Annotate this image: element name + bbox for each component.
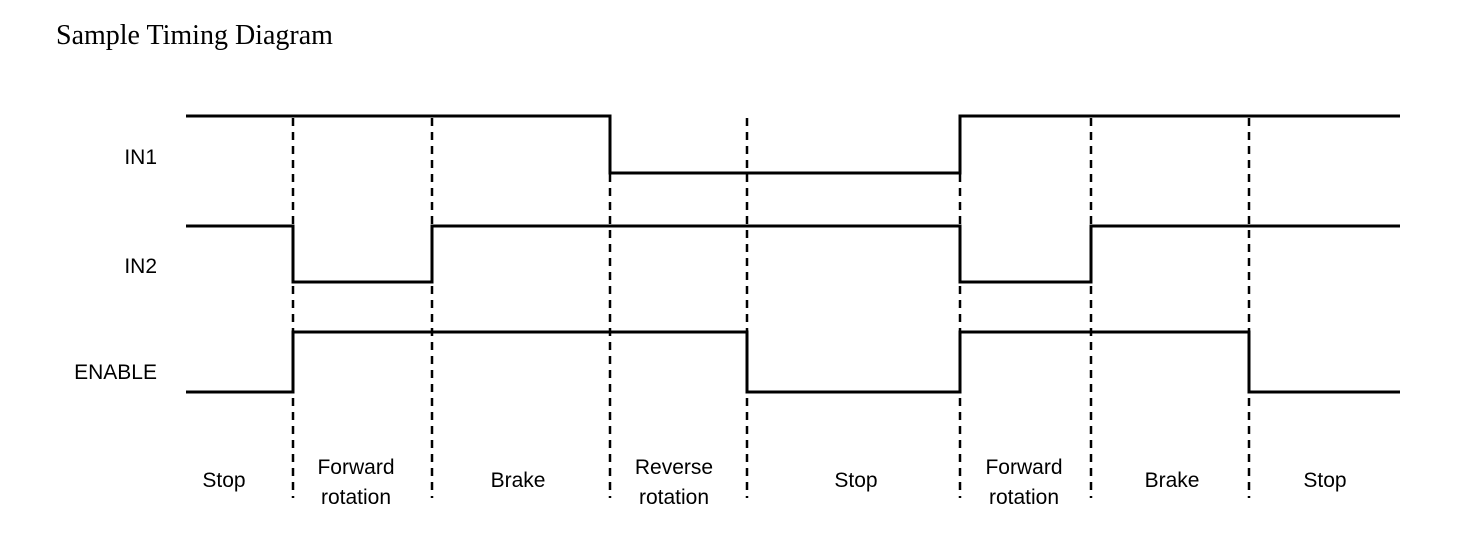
- phase-dividers: [291, 118, 1251, 498]
- phase-label-1: Stop: [202, 469, 245, 492]
- phase-label-3: Brake: [491, 469, 546, 492]
- phase-label-7: Brake: [1145, 469, 1200, 492]
- signal-waveforms: [186, 114, 1400, 394]
- phase-label-8: Stop: [1303, 469, 1346, 492]
- enable-label: ENABLE: [74, 361, 157, 384]
- in2-label: IN2: [124, 255, 157, 278]
- page-title: Sample Timing Diagram: [56, 20, 333, 51]
- phase-label-5: Stop: [834, 469, 877, 492]
- in2-waveform: [186, 224, 1400, 284]
- enable-waveform: [186, 330, 1400, 394]
- in1-label: IN1: [124, 146, 157, 169]
- in1-waveform: [186, 114, 1400, 175]
